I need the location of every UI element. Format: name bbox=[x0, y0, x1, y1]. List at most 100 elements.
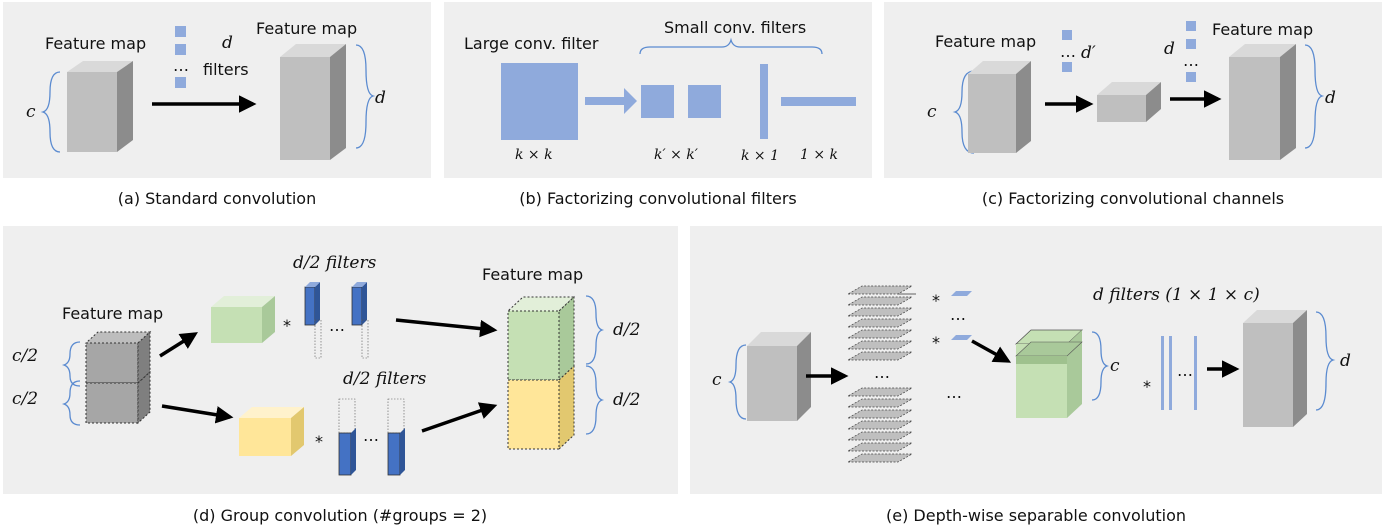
panel-a-brace-c bbox=[40, 71, 61, 153]
panel-d-d-half-bottom: d/2 bbox=[613, 390, 640, 410]
panel-c-brace-d bbox=[1304, 44, 1325, 149]
panel-b-horizontal-filter bbox=[781, 97, 856, 106]
panel-d-star-bottom: * bbox=[315, 432, 323, 451]
panel-e-brace-d bbox=[1315, 311, 1336, 411]
panel-e-channel-c: c bbox=[712, 370, 722, 390]
depthwise-slice bbox=[846, 431, 914, 441]
panel-d-brace-d-top bbox=[585, 295, 605, 365]
panel-e-slices-dots: … bbox=[874, 363, 890, 382]
depthwise-slice bbox=[846, 318, 914, 328]
panel-e-star-top: * bbox=[932, 291, 940, 310]
panel-c-output-feature-cube bbox=[1229, 44, 1296, 160]
panel-d-brace-c-top bbox=[61, 341, 81, 387]
panel-d-top-filter-2 bbox=[351, 282, 369, 359]
panel-a-filter-dots: … bbox=[173, 56, 189, 75]
depthwise-slice bbox=[846, 340, 914, 350]
panel-a-input-label: Feature map bbox=[45, 34, 146, 53]
panel-a-channel-c: c bbox=[26, 102, 36, 122]
panel-a-input-feature-cube bbox=[67, 61, 133, 152]
panel-e-depthwise-output-cube bbox=[1014, 329, 1084, 418]
panel-b-small-filter-1 bbox=[641, 85, 674, 118]
panel-e-filter-dots-bottom: … bbox=[946, 383, 962, 402]
panel-d-input-label: Feature map bbox=[62, 304, 163, 323]
panel-a-filters-count-d: d bbox=[222, 33, 233, 53]
panel-e-star-mid: * bbox=[932, 333, 940, 352]
panel-c-dprime-dots: … bbox=[1060, 42, 1076, 61]
panel-e-input-feature-cube bbox=[747, 332, 811, 421]
panel-b-1xk: 1 × k bbox=[800, 147, 838, 163]
panel-d-output-cube-green bbox=[506, 295, 576, 382]
panel-c-channel-c: c bbox=[927, 102, 937, 122]
panel-b-vertical-filter bbox=[760, 64, 768, 139]
panel-e: d filters (1 × 1 × c) c … * * … … c bbox=[690, 226, 1382, 525]
panel-d-c-half-top: c/2 bbox=[12, 346, 38, 366]
depthwise-slice bbox=[846, 398, 914, 408]
panel-d-filters-top: d/2 filters bbox=[293, 253, 377, 273]
panel-e-caption: (e) Depth-wise separable convolution bbox=[886, 506, 1186, 525]
panel-e-output-feature-cube bbox=[1243, 310, 1307, 427]
panel-b-large-filter bbox=[501, 63, 578, 140]
panel-d-input-cube-bottom bbox=[85, 370, 151, 425]
panel-b: Large conv. filter Small conv. filters k… bbox=[444, 2, 872, 208]
panel-d-bottom-filter-2 bbox=[387, 398, 405, 476]
panel-e-channel-d: d bbox=[1340, 351, 1351, 371]
panel-a-channel-d: d bbox=[375, 88, 386, 108]
panel-c-d-filters bbox=[1186, 21, 1196, 82]
panel-d-arrow-out-top bbox=[395, 318, 498, 338]
panel-e-pointwise-filter-2 bbox=[1169, 336, 1172, 410]
panel-d-arrow-to-green bbox=[159, 332, 198, 358]
panel-b-kpxkp: k′ × k′ bbox=[654, 147, 699, 163]
panel-d-brace-c-bottom bbox=[61, 380, 81, 426]
panel-d-green-group-cube bbox=[211, 296, 275, 343]
panel-c-d-prime: d′ bbox=[1081, 43, 1096, 63]
panel-d-top-filter-1 bbox=[304, 282, 322, 359]
panel-e-pointwise-filter-1 bbox=[1161, 336, 1164, 410]
depthwise-slice bbox=[846, 296, 914, 306]
depthwise-slice bbox=[846, 420, 914, 430]
depthwise-slice bbox=[846, 329, 914, 339]
panel-e-star-pointwise: * bbox=[1143, 377, 1151, 396]
panel-d-brace-d-bottom bbox=[585, 365, 605, 435]
panel-b-kx1: k × 1 bbox=[741, 148, 779, 164]
panel-d-star-top: * bbox=[283, 316, 291, 335]
panel-c-channel-d: d bbox=[1325, 88, 1336, 108]
panel-e-pointwise-dots: … bbox=[1177, 361, 1193, 380]
panel-e-pointwise-filter-3 bbox=[1194, 336, 1197, 410]
panel-d-input-cube-top bbox=[84, 330, 152, 385]
depthwise-slice bbox=[846, 351, 914, 361]
panel-a-brace-d bbox=[355, 44, 376, 149]
panel-e-depthwise-filter-2 bbox=[951, 335, 972, 340]
panel-a-caption: (a) Standard convolution bbox=[118, 189, 316, 208]
panel-e-brace-c-mid bbox=[1091, 331, 1110, 401]
panel-b-small-filter-2 bbox=[688, 85, 721, 118]
panel-d-output-cube-yellow bbox=[507, 364, 575, 451]
panel-c-input-feature-cube bbox=[968, 61, 1031, 153]
panel-b-brace bbox=[639, 37, 823, 55]
panel-c-output-label: Feature map bbox=[1212, 20, 1313, 39]
depthwise-slice bbox=[846, 285, 914, 295]
panel-e-arrow-2 bbox=[971, 339, 1012, 363]
panel-c-d-dots: … bbox=[1183, 51, 1199, 70]
panel-d-yellow-group-cube bbox=[239, 407, 304, 456]
panel-c-caption: (c) Factorizing convolutional channels bbox=[982, 189, 1284, 208]
panel-b-kxk: k × k bbox=[515, 147, 553, 163]
panel-d-caption: (d) Group convolution (#groups = 2) bbox=[193, 506, 487, 525]
panel-b-small-filters-label: Small conv. filters bbox=[664, 18, 806, 37]
panel-e-filter-dots-top: … bbox=[950, 305, 966, 324]
panel-a-filter-squares bbox=[175, 26, 186, 88]
depthwise-slice bbox=[846, 453, 914, 463]
panel-c-reduced-cube bbox=[1097, 82, 1161, 122]
panel-a-output-feature-cube bbox=[280, 44, 346, 160]
panel-a-output-label: Feature map bbox=[256, 19, 357, 38]
panel-c-dprime-filters bbox=[1062, 30, 1072, 72]
panel-c-input-label: Feature map bbox=[935, 32, 1036, 51]
panel-d-output-label: Feature map bbox=[482, 265, 583, 284]
panel-d-arrow-out-bottom bbox=[421, 402, 498, 433]
panel-b-arrow-head bbox=[624, 88, 637, 114]
panel-a-filters-word: filters bbox=[203, 60, 249, 79]
panel-d-d-half-top: d/2 bbox=[613, 320, 640, 340]
panel-e-filters-label: d filters (1 × 1 × c) bbox=[1093, 285, 1260, 305]
panel-e-depthwise-slices-top bbox=[846, 285, 914, 361]
panel-d-bottom-filter-dots: … bbox=[363, 426, 379, 445]
